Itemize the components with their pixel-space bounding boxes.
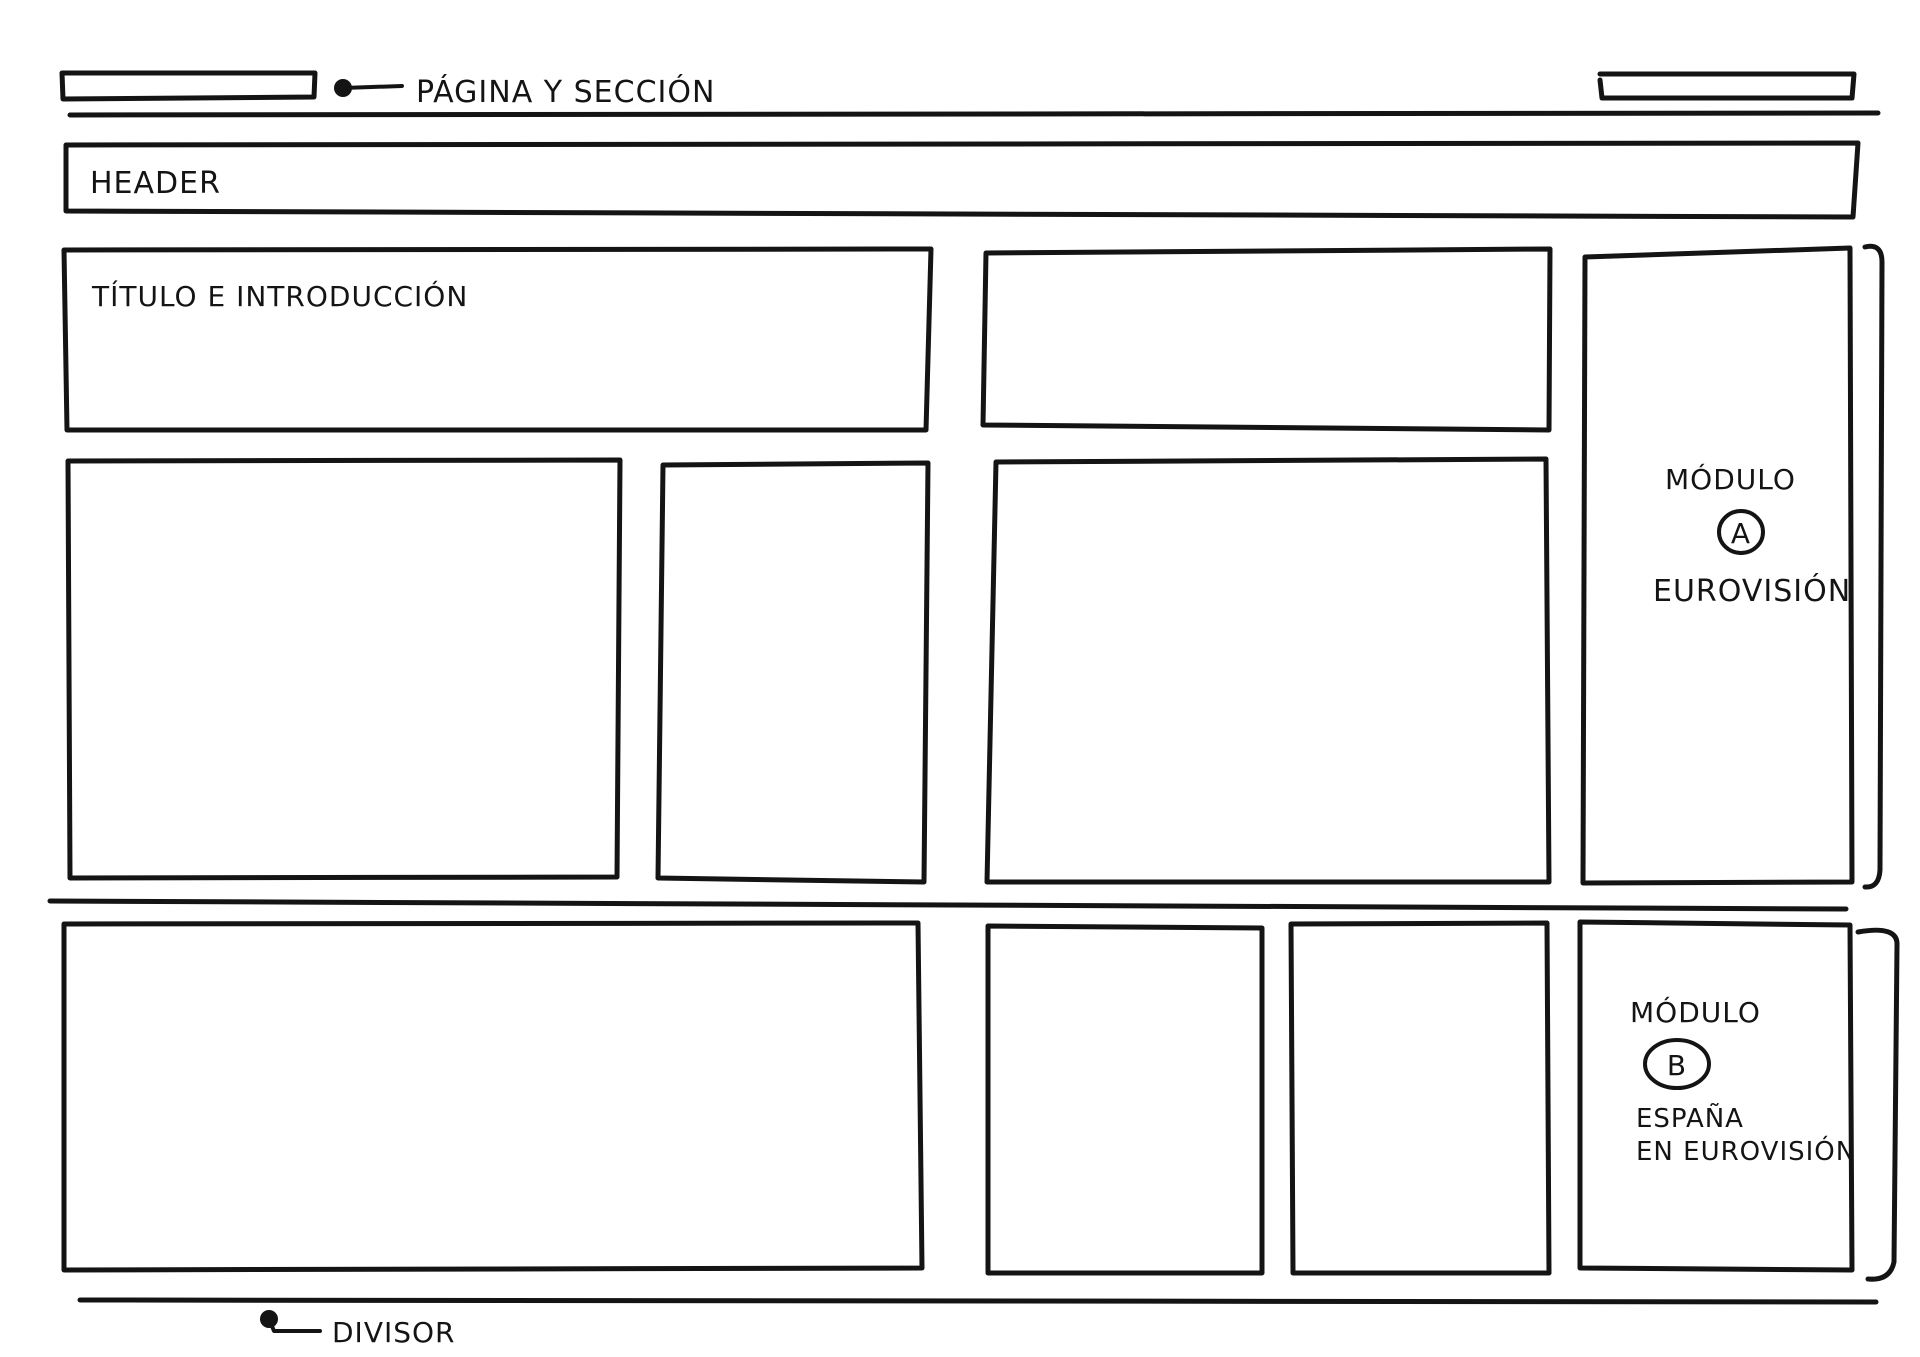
module-b-label: MÓDULO xyxy=(1630,995,1761,1029)
content-box-bottom-1 xyxy=(985,923,1265,1276)
content-box-large-left xyxy=(65,457,623,881)
content-box-bottom-2 xyxy=(1288,920,1552,1276)
top-right-bar-box xyxy=(1597,71,1857,101)
module-a-box xyxy=(1580,245,1855,886)
header-block: HEADER xyxy=(63,140,1861,220)
top-left-bar-box xyxy=(59,70,318,102)
content-box-small-left xyxy=(655,460,931,885)
module-a-label: MÓDULO xyxy=(1665,462,1796,496)
top-rule xyxy=(67,110,1881,118)
bottom-rule xyxy=(77,1297,1879,1305)
page-section-annotation: PÁGINA Y SECCIÓN xyxy=(416,73,715,110)
header-box xyxy=(63,140,1861,220)
module-b-name-line1: ESPAÑA xyxy=(1636,1102,1744,1134)
module-a: MÓDULO A EUROVISIÓN xyxy=(1580,243,1885,890)
module-b-box xyxy=(1577,919,1855,1273)
annotation-pointer-line xyxy=(341,84,404,90)
content-box-top-middle xyxy=(980,246,1553,433)
module-a-bracket xyxy=(1862,243,1885,890)
module-b: MÓDULO B ESPAÑA EN EUROVISIÓN xyxy=(1577,919,1900,1282)
module-b-name-line2: EN EUROVISIÓN xyxy=(1636,1135,1856,1167)
module-b-bracket xyxy=(1855,927,1900,1282)
title-intro-label: TÍTULO E INTRODUCCIÓN xyxy=(91,279,468,313)
content-box-middle xyxy=(984,456,1552,885)
divider-annotation-label: DIVISOR xyxy=(332,1316,456,1349)
annotation-pointer-line xyxy=(267,1317,322,1333)
module-a-name: EUROVISIÓN xyxy=(1653,572,1851,609)
module-a-marker-circle xyxy=(1717,509,1765,555)
middle-rule xyxy=(47,898,1849,912)
module-b-marker-circle xyxy=(1643,1038,1711,1090)
top-bar: PÁGINA Y SECCIÓN xyxy=(59,70,1881,118)
header-label: HEADER xyxy=(90,166,221,201)
title-intro-box xyxy=(61,246,934,433)
module-a-marker: A xyxy=(1731,517,1751,550)
module-b-marker: B xyxy=(1667,1049,1687,1082)
content-box-wide-bottom xyxy=(61,920,925,1273)
divider-annotation: DIVISOR xyxy=(260,1310,456,1349)
